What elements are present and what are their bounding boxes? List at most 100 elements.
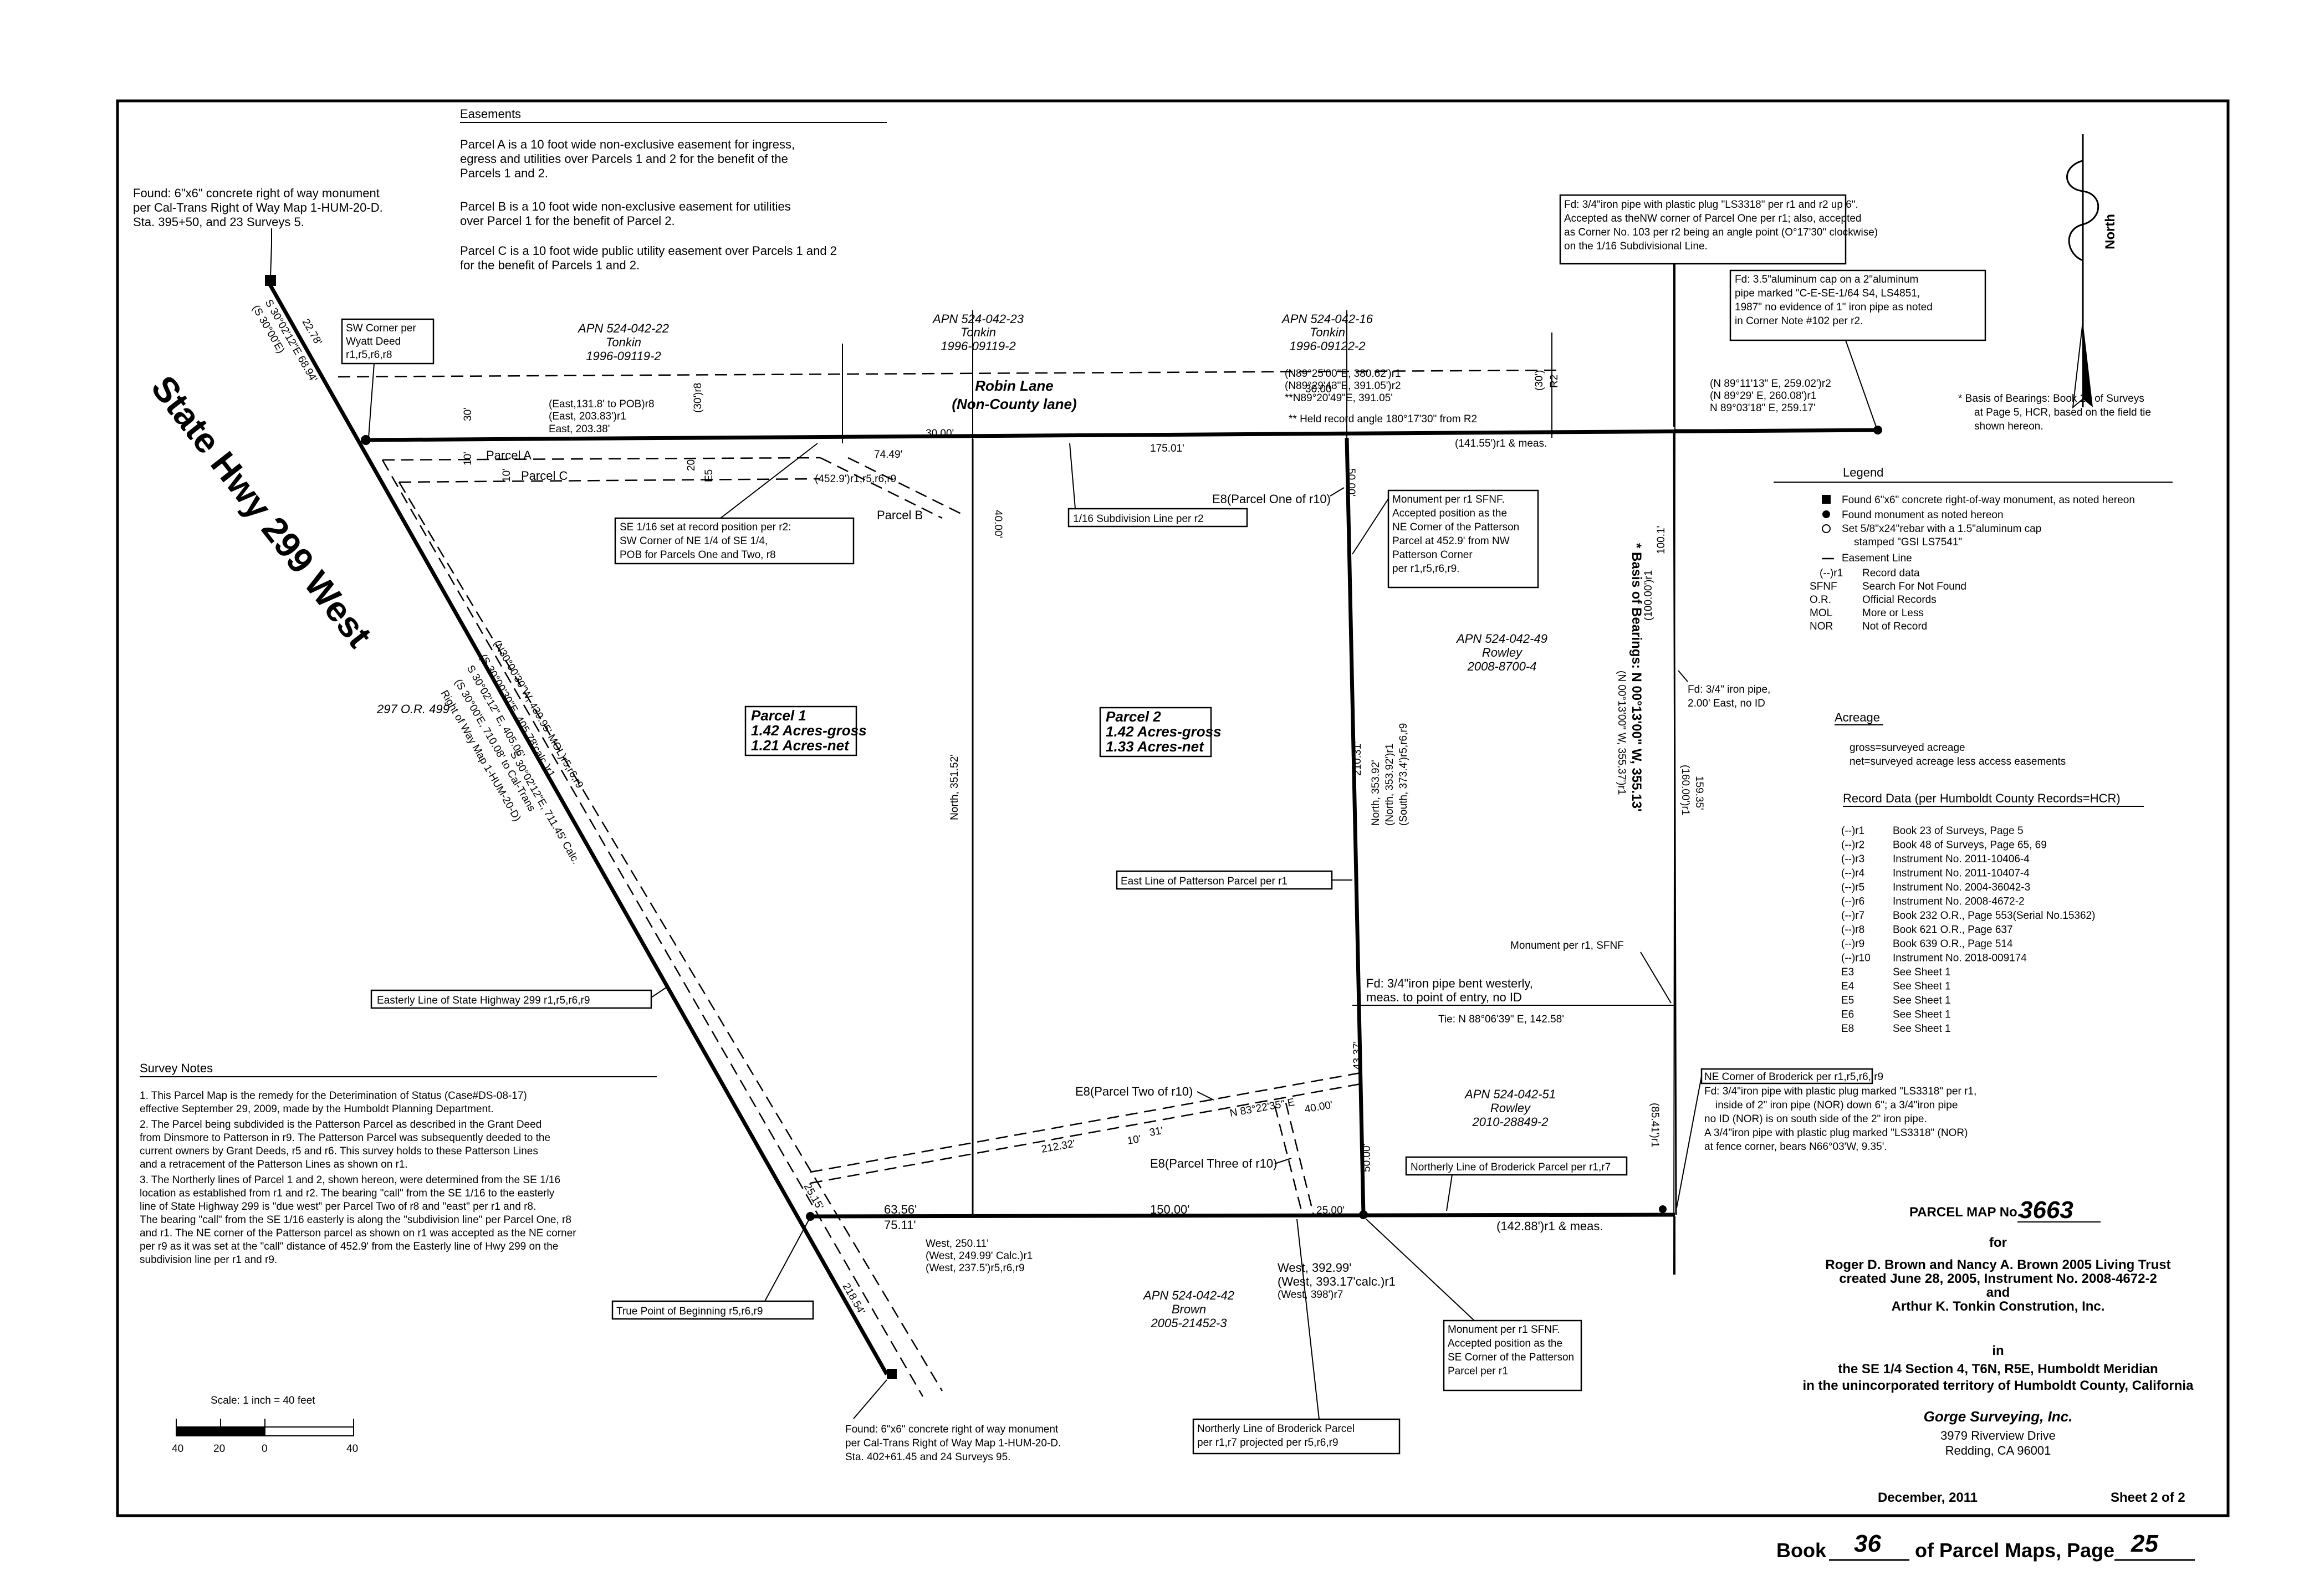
- monument-se-box: [1443, 1319, 1582, 1392]
- svg-text:**N89°20'49"E, 391.05': **N89°20'49"E, 391.05': [1285, 392, 1393, 404]
- svg-text:(N 89°29' E, 260.08')r1: (N 89°29' E, 260.08')r1: [1710, 390, 1816, 402]
- svg-text:subdivision line per r1 and r9: subdivision line per r1 and r9.: [140, 1254, 277, 1266]
- record-value: See Sheet 1: [1893, 1023, 1951, 1035]
- north-arrow: North: [2066, 134, 2118, 409]
- north-boundary: [364, 428, 1879, 442]
- surveyor-firm: Gorge Surveying, Inc.: [1924, 1408, 2073, 1425]
- record-value: Book 23 of Surveys, Page 5: [1893, 825, 2024, 837]
- record-value: See Sheet 1: [1893, 966, 1951, 978]
- record-value: Book 639 O.R., Page 514: [1893, 938, 2013, 950]
- apn-524-042-16: APN 524-042-16 Tonkin 1996-09122-2: [1281, 312, 1373, 353]
- svg-text:APN 524-042-22: APN 524-042-22: [577, 321, 669, 335]
- svg-text:(North, 353.92')r1: (North, 353.92')r1: [1384, 744, 1396, 826]
- apn-524-042-51: APN 524-042-51 Rowley 2010-28849-2: [1464, 1087, 1556, 1129]
- fd-aluminum-cap-box: [1729, 269, 1986, 341]
- record-key: E4: [1841, 981, 1854, 993]
- svg-text:Roger D. Brown and Nancy A. Br: Roger D. Brown and Nancy A. Brown 2005 L…: [1825, 1257, 2170, 1272]
- svg-text:per Cal-Trans Right of Way Map: per Cal-Trans Right of Way Map 1-HUM-20-…: [845, 1438, 1061, 1449]
- svg-text:line of State Highway 299 is ": line of State Highway 299 is "due west" …: [140, 1201, 536, 1213]
- parcel-map-number: 3663: [2019, 1196, 2073, 1224]
- svg-text:SE 1/16 set at record position: SE 1/16 set at record position per r2:: [620, 521, 791, 533]
- record-value: Book 48 of Surveys, Page 65, 69: [1893, 840, 2047, 851]
- svg-text:A 3/4"iron pipe with plastic p: A 3/4"iron pipe with plastic plug marked…: [1704, 1127, 1968, 1139]
- svg-text:150.00': 150.00': [1150, 1203, 1190, 1216]
- record-value: Instrument No. 2008-4672-2: [1893, 896, 2025, 908]
- easement-c-line2: for the benefit of Parcels 1 and 2.: [460, 258, 640, 272]
- svg-text:pipe marked "C-E-SE-1/64 S4, L: pipe marked "C-E-SE-1/64 S4, LS4851,: [1735, 288, 1920, 299]
- svg-text:1/16 Subdivision Line per r2: 1/16 Subdivision Line per r2: [1073, 513, 1204, 525]
- record-key: E5: [1841, 995, 1854, 1006]
- svg-text:and a retracement of the Patte: and a retracement of the Patterson Lines…: [140, 1159, 408, 1170]
- svg-text:of Parcel Maps, Page: of Parcel Maps, Page: [1915, 1539, 2114, 1562]
- record-key: (--)r2: [1841, 840, 1864, 851]
- record-key: (--)r1: [1841, 825, 1864, 837]
- sheet-border: [116, 99, 2230, 1517]
- svg-text:Patterson Corner: Patterson Corner: [1392, 549, 1473, 561]
- record-value: Instrument No. 2004-36042-3: [1893, 882, 2030, 893]
- svg-text:Record data: Record data: [1862, 567, 1920, 579]
- svg-text:25.15': 25.15': [801, 1181, 826, 1212]
- svg-text:North, 353.92': North, 353.92': [1370, 760, 1382, 826]
- svg-text:SE Corner of the Patterson: SE Corner of the Patterson: [1448, 1352, 1574, 1363]
- svg-text:APN 524-042-51: APN 524-042-51: [1464, 1087, 1556, 1101]
- svg-text:Sta. 402+61.45 and 24 Surveys: Sta. 402+61.45 and 24 Surveys 95.: [845, 1451, 1010, 1463]
- highway-name: State Hwy 299 West: [144, 368, 380, 654]
- svg-text:net=surveyed acreage less acce: net=surveyed acreage less access easemen…: [1850, 756, 2066, 768]
- svg-text:Tonkin: Tonkin: [1310, 325, 1345, 339]
- record-value: Instrument No. 2018-009174: [1893, 953, 2027, 964]
- svg-text:Found 6"x6" concrete right-of-: Found 6"x6" concrete right-of-way monume…: [1842, 494, 2135, 506]
- svg-text:North: North: [2103, 214, 2118, 249]
- concrete-monument-symbol: [265, 275, 276, 286]
- svg-text:in Corner Note #102 per r2.: in Corner Note #102 per r2.: [1735, 315, 1863, 327]
- svg-text:PARCEL MAP No.: PARCEL MAP No.: [1909, 1205, 2021, 1220]
- svg-text:25: 25: [2131, 1530, 2158, 1557]
- svg-text:Fd: 3/4"iron pipe with plastic: Fd: 3/4"iron pipe with plastic plug mark…: [1704, 1086, 1976, 1097]
- svg-text:40.00': 40.00': [1304, 1099, 1334, 1116]
- svg-text:E8(Parcel Three of r10): E8(Parcel Three of r10): [1150, 1157, 1277, 1170]
- record-key: (--)r3: [1841, 853, 1864, 865]
- svg-text:2008-8700-4: 2008-8700-4: [1467, 659, 1537, 673]
- record-value: Instrument No. 2011-10407-4: [1893, 868, 2030, 879]
- svg-text:APN 524-042-42: APN 524-042-42: [1142, 1288, 1234, 1302]
- record-value: See Sheet 1: [1893, 981, 1951, 993]
- ne-broderick-note: NE Corner of Broderick per r1,r5,r6, r9 …: [1659, 1068, 1976, 1213]
- svg-text:per r1,r5,r6,r9.: per r1,r5,r6,r9.: [1392, 563, 1459, 575]
- south-boundary: [810, 1213, 1675, 1219]
- svg-text:Tonkin: Tonkin: [606, 335, 641, 349]
- svg-text:from Dinsmore to Patterson in: from Dinsmore to Patterson in r9. The Pa…: [140, 1132, 550, 1144]
- svg-text:Monument per r1 SFNF.: Monument per r1 SFNF.: [1448, 1324, 1560, 1336]
- easements-block: Easements Parcel A is a 10 foot wide non…: [460, 107, 887, 272]
- parcel-1-box: [744, 705, 857, 756]
- svg-text:The bearing "call" from the SE: The bearing "call" from the SE 1/16 east…: [140, 1214, 571, 1226]
- svg-text:1. This Parcel Map is the reme: 1. This Parcel Map is the remedy for the…: [140, 1090, 527, 1102]
- svg-text:1.42 Acres-gross: 1.42 Acres-gross: [751, 722, 867, 739]
- svg-text:(N89°29'43"E, 391.05')r2: (N89°29'43"E, 391.05')r2: [1285, 380, 1401, 392]
- record-key: E6: [1841, 1009, 1854, 1021]
- basis-of-bearings-note: * Basis of Bearings: Book 23 of Surveys: [1958, 393, 2144, 405]
- svg-text:Legend: Legend: [1843, 466, 1883, 479]
- svg-text:31': 31': [1148, 1125, 1164, 1139]
- record-key: (--)r10: [1841, 953, 1871, 964]
- svg-text:for: for: [1989, 1235, 2007, 1250]
- svg-text:40: 40: [172, 1443, 183, 1455]
- svg-text:50.00': 50.00': [1361, 1144, 1373, 1172]
- svg-text:10': 10': [462, 452, 474, 466]
- svg-text:in the unincorporated territor: in the unincorporated territory of Humbo…: [1803, 1378, 2194, 1393]
- legend-dot-icon: [1822, 510, 1830, 518]
- record-key: (--)r5: [1841, 882, 1864, 893]
- svg-text:212.32': 212.32': [1040, 1138, 1076, 1155]
- north-arrow-flourish-icon: [2066, 160, 2099, 262]
- svg-text:40: 40: [346, 1443, 358, 1455]
- parcel-2-box: [1099, 707, 1212, 758]
- svg-text:as Corner No. 103 per r2 being: as Corner No. 103 per r2 being an angle …: [1564, 227, 1878, 238]
- svg-text:R2: R2: [1549, 375, 1560, 388]
- svg-text:20': 20': [686, 457, 697, 471]
- svg-text:per r1,r7 projected per r5,r6,: per r1,r7 projected per r5,r6,r9: [1197, 1437, 1338, 1449]
- svg-text:More or Less: More or Less: [1862, 607, 1924, 619]
- svg-text:1.42 Acres-gross: 1.42 Acres-gross: [1106, 723, 1222, 740]
- svg-text:Official Records: Official Records: [1862, 594, 1937, 606]
- svg-text:N 83°22'35" E: N 83°22'35" E: [1229, 1097, 1295, 1119]
- parcel-b-label: Parcel B: [877, 508, 923, 522]
- svg-text:1.33 Acres-net: 1.33 Acres-net: [1106, 738, 1204, 755]
- fd-nw-corner-box: [1559, 194, 1847, 265]
